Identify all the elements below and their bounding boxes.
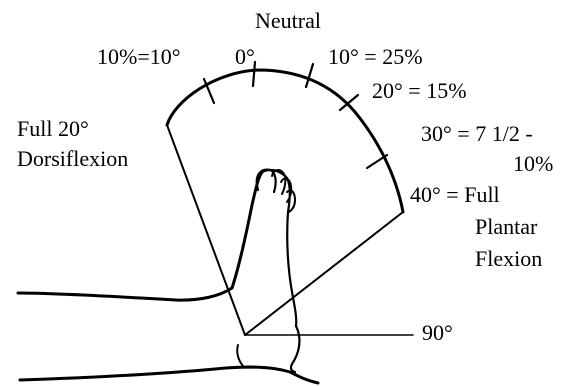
heel-contour — [236, 344, 244, 367]
label-forty-line3: Flexion — [475, 246, 543, 271]
tick-twenty — [338, 93, 360, 112]
tick-right-10 — [304, 62, 315, 89]
leg-lower-contour — [18, 365, 320, 385]
label-dorsi-line1: Full 20° — [17, 116, 89, 141]
label-left-10: 10%=10° — [97, 44, 181, 69]
label-neutral: Neutral — [255, 8, 321, 33]
toe-big — [255, 168, 277, 194]
tick-thirty — [365, 153, 389, 170]
label-twenty: 20° = 15% — [372, 78, 467, 103]
label-forty-line2: Plantar — [475, 214, 538, 239]
motion-arc — [165, 68, 405, 214]
label-zero: 0° — [235, 44, 255, 69]
ankle-front-contour — [289, 324, 301, 374]
label-ninety: 90° — [422, 320, 453, 345]
tick-left-10 — [202, 77, 216, 105]
label-forty-line1: 40° = Full — [410, 182, 500, 207]
toe-second — [271, 169, 287, 195]
label-thirty-line1: 30° = 7 1/2 - — [421, 121, 533, 146]
label-right-10: 10° = 25% — [328, 44, 423, 69]
foot-inner-contour — [260, 168, 298, 328]
motion-sector-left-edge — [166, 124, 246, 336]
toe-fourth — [286, 189, 296, 213]
label-dorsi-line2: Dorsiflexion — [17, 146, 129, 171]
tick-zero — [251, 60, 257, 88]
toe-third — [280, 177, 293, 203]
label-thirty-line2: 10% — [513, 151, 554, 176]
motion-sector-right-edge — [244, 211, 404, 336]
leg-upper-contour — [16, 170, 264, 302]
